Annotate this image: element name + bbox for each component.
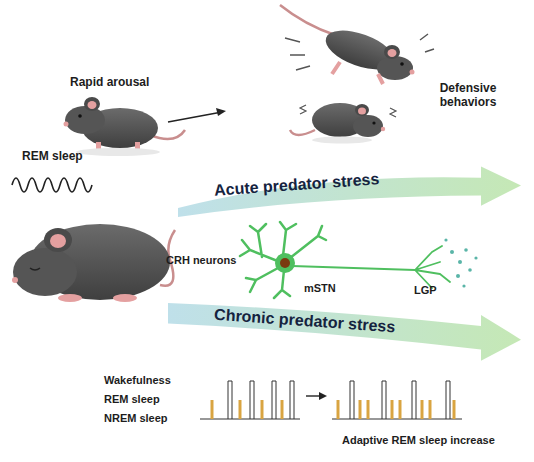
stress-arrow: Acute predator stress bbox=[178, 162, 523, 218]
hypnogram-stroke bbox=[290, 381, 294, 382]
hypnogram-stroke bbox=[453, 400, 456, 419]
jumping-mouse bbox=[280, 5, 434, 84]
release-dots bbox=[444, 238, 477, 287]
hypnogram-stroke bbox=[290, 381, 291, 419]
text-label: REM sleep bbox=[22, 150, 83, 164]
text-label: mSTN bbox=[304, 282, 336, 295]
text-label: Defensive behaviors bbox=[428, 82, 508, 110]
hypnogram-stroke bbox=[232, 381, 233, 419]
hypnogram-stroke bbox=[446, 381, 450, 382]
hypnogram-stroke bbox=[416, 381, 417, 419]
text-label: Adaptive REM sleep increase bbox=[342, 434, 495, 447]
hypnogram-stroke bbox=[350, 381, 351, 419]
hypnogram-stroke bbox=[382, 381, 386, 382]
hypnogram-stroke bbox=[228, 381, 229, 419]
arrow-band bbox=[178, 166, 521, 217]
text-label: Rapid arousal bbox=[70, 76, 149, 90]
arrow-head bbox=[319, 392, 327, 400]
hypnogram-stroke bbox=[332, 418, 462, 419]
hypnogram-stroke bbox=[254, 381, 255, 419]
hypnogram-stroke bbox=[386, 381, 387, 419]
hypnogram-stroke bbox=[281, 400, 284, 419]
hypnogram-stroke bbox=[272, 381, 276, 382]
hypnogram-stroke bbox=[354, 381, 355, 419]
text-label: LGP bbox=[414, 284, 437, 297]
hypnogram-stroke bbox=[250, 381, 251, 419]
arrow-band bbox=[168, 303, 521, 361]
text-label: Wakefulness bbox=[104, 374, 171, 387]
hypnogram-stroke bbox=[412, 381, 416, 382]
hypnogram-stroke bbox=[399, 400, 402, 419]
stress-arrow: Chronic predator stress bbox=[168, 300, 523, 362]
hypnogram-stroke bbox=[272, 381, 273, 419]
hypnogram-stroke bbox=[337, 400, 340, 419]
hypnogram bbox=[200, 381, 462, 419]
sleeping-mouse bbox=[12, 224, 175, 302]
hypnogram-stroke bbox=[367, 400, 370, 419]
arrow-head bbox=[216, 108, 226, 116]
hypnogram-stroke bbox=[429, 400, 432, 419]
hypnogram-stroke bbox=[382, 381, 383, 419]
hypnogram-stroke bbox=[450, 381, 451, 419]
hypnogram-stroke bbox=[261, 400, 264, 419]
text-label: CRH neurons bbox=[166, 254, 236, 267]
hypnogram-stroke bbox=[228, 381, 232, 382]
hypnogram-stroke bbox=[276, 381, 277, 419]
aroused-mouse bbox=[64, 97, 186, 156]
hypnogram-stroke bbox=[446, 381, 447, 419]
freezing-mouse bbox=[290, 103, 396, 144]
hypnogram-stroke bbox=[294, 381, 295, 419]
arrow bbox=[168, 112, 222, 122]
hypnogram-stroke bbox=[350, 381, 354, 382]
hypnogram-stroke bbox=[211, 400, 214, 419]
hypnogram-stroke bbox=[421, 400, 424, 419]
crh-neuron bbox=[240, 222, 450, 298]
hypnogram-stroke bbox=[359, 400, 362, 419]
text-label: REM sleep bbox=[104, 393, 160, 406]
text-label: NREM sleep bbox=[104, 412, 168, 425]
rem-wave bbox=[12, 178, 92, 192]
hypnogram-stroke bbox=[391, 400, 394, 419]
hypnogram-stroke bbox=[412, 381, 413, 419]
hypnogram-stroke bbox=[239, 400, 242, 419]
hypnogram-stroke bbox=[250, 381, 254, 382]
